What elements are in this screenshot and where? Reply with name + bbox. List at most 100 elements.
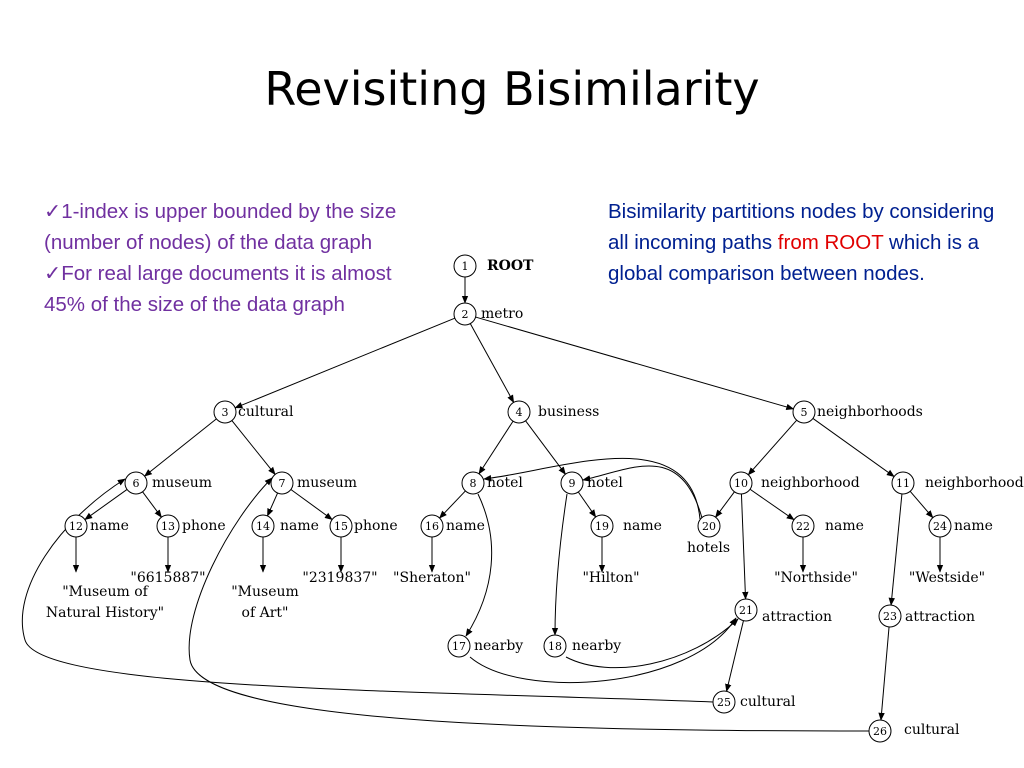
graph-edge [812, 418, 895, 478]
graph-node: 15 phone [329, 514, 398, 538]
graph-edge [565, 618, 739, 669]
graph-edge [234, 317, 456, 409]
value-label: Natural History" [46, 605, 164, 621]
node-number: 24 [933, 520, 947, 533]
node-circle [543, 634, 567, 658]
graph-edges [21, 277, 934, 732]
node-label: name [623, 518, 662, 534]
value-label: "Sheraton" [393, 570, 471, 586]
node-circle [878, 604, 902, 628]
graph-edge [143, 418, 217, 477]
value-label: "Northside" [774, 570, 858, 586]
graph-node: 3 cultural [213, 400, 294, 424]
node-label: business [538, 404, 599, 420]
node-number: 26 [873, 725, 887, 738]
graph-edge [740, 493, 749, 600]
value-label: "Museum of [62, 584, 149, 600]
check-icon: ✓ [44, 262, 62, 285]
check-icon: ✓ [44, 200, 62, 223]
graph-edge [142, 491, 162, 518]
node-number: 20 [702, 520, 716, 533]
node-circle [729, 471, 753, 495]
value-label: of Art" [242, 605, 289, 621]
bullet-item: ✓1-index is upper bounded by the size (n… [44, 196, 436, 258]
bullet-text: For real large documents it is almost 45… [44, 262, 392, 316]
node-number: 3 [222, 406, 229, 419]
node-circle [453, 302, 477, 326]
node-label: name [954, 518, 993, 534]
node-number: 13 [161, 520, 175, 533]
node-label: cultural [238, 404, 294, 420]
explanation-text: Bisimilarity partitions nodes by conside… [608, 196, 1018, 289]
graph-edge [483, 458, 701, 520]
value-label: "Hilton" [582, 570, 639, 586]
node-number: 5 [801, 406, 808, 419]
node-label: name [825, 518, 864, 534]
graph-edge [725, 620, 744, 693]
node-circle [868, 719, 892, 743]
node-number: 8 [470, 477, 477, 490]
explanation-part2: which is a global comparison between nod… [608, 231, 980, 285]
graph-node: 20 hotels [687, 514, 730, 556]
node-number: 10 [734, 477, 748, 490]
node-label: nearby [474, 638, 523, 654]
node-circle [507, 400, 531, 424]
node-label: phone [354, 518, 398, 534]
node-number: 7 [279, 477, 286, 490]
value-label: "Westside" [909, 570, 985, 586]
node-circle [560, 471, 584, 495]
graph-edge [749, 488, 795, 521]
graph-edge [188, 477, 870, 732]
explanation-highlight: from ROOT [777, 231, 884, 254]
bullet-item: ✓For real large documents it is almost 4… [44, 258, 436, 320]
graph-node: 17 nearby [447, 634, 523, 658]
node-label: metro [481, 306, 523, 322]
graph-edge [715, 491, 735, 518]
node-circle [447, 634, 471, 658]
node-number: 22 [796, 520, 810, 533]
graph-edge [21, 478, 714, 703]
slide-title: Revisiting Bisimilarity [264, 62, 760, 116]
bullet-list: ✓1-index is upper bounded by the size (n… [44, 196, 436, 320]
node-label: name [280, 518, 319, 534]
node-number: 18 [548, 640, 562, 653]
value-label: "2319837" [302, 570, 377, 586]
node-number: 11 [896, 477, 910, 490]
graph-node: 22 name [791, 514, 864, 538]
explanation-part1: Bisimilarity partitions nodes by conside… [608, 200, 995, 254]
node-label: hotels [687, 540, 730, 556]
graph-node: 8 hotel [461, 471, 523, 495]
graph-edge [577, 491, 597, 518]
node-label: neighborhood [925, 475, 1024, 491]
node-number: 16 [425, 520, 439, 533]
graph-edge [909, 491, 934, 519]
node-label: hotel [587, 475, 623, 491]
node-label: name [446, 518, 485, 534]
node-number: 12 [69, 520, 83, 533]
node-circle [453, 254, 477, 278]
node-number: 17 [452, 640, 466, 653]
node-label: hotel [487, 475, 523, 491]
graph-edge [478, 420, 514, 475]
node-circle [124, 471, 148, 495]
graph-edge [582, 465, 703, 519]
graph-edge [888, 493, 903, 606]
node-label: ROOT [487, 258, 534, 274]
node-number: 23 [883, 610, 897, 623]
node-circle [792, 400, 816, 424]
node-number: 19 [595, 520, 609, 533]
node-number: 15 [334, 520, 348, 533]
graph-node: 24 name [928, 514, 993, 538]
node-label: museum [297, 475, 357, 491]
graph-edge [266, 492, 279, 517]
